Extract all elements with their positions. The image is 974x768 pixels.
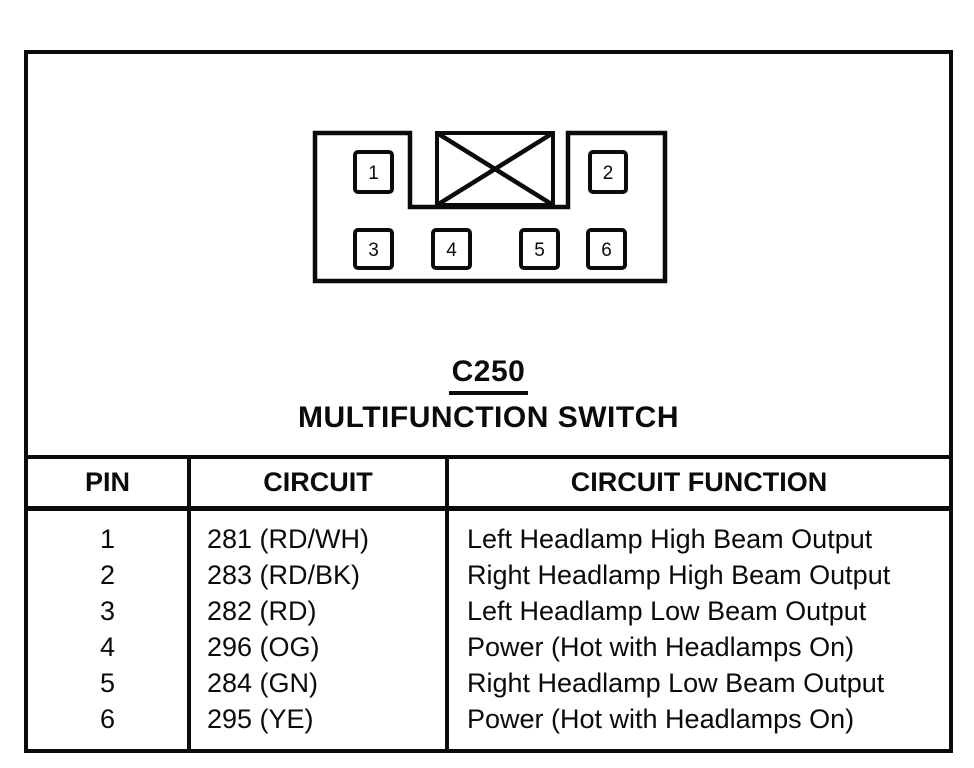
function-cell: Right Headlamp Low Beam Output (467, 668, 885, 698)
pin-cell: 1 (99, 524, 116, 554)
connector-name-row: MULTIFUNCTION SWITCH (28, 401, 949, 435)
pin-cell: 2 (99, 560, 116, 590)
pin-number-label: 5 (534, 240, 545, 261)
pin-2: 2 (590, 152, 626, 192)
connector-diagram: 1 2 3 4 5 6 (308, 127, 688, 292)
connector-id: C250 (448, 355, 529, 395)
keyway-diagonal (437, 133, 553, 205)
pin-square (590, 152, 626, 192)
figure-frame: 1 2 3 4 5 6 C250 (24, 50, 953, 753)
circuit-cell: 296 (OG) (207, 632, 320, 662)
circuit-cell: 284 (GN) (207, 668, 319, 698)
circuit-cell: 295 (YE) (207, 704, 314, 734)
function-cell: Power (Hot with Headlamps On) (467, 632, 855, 662)
col-header-circuit-function: CIRCUIT FUNCTION (570, 467, 828, 497)
pin-number-label: 1 (368, 163, 379, 184)
function-cell: Power (Hot with Headlamps On) (467, 704, 855, 734)
pin-square (521, 230, 558, 268)
pin-square (355, 230, 392, 268)
pin-6: 6 (588, 230, 625, 268)
pin-5: 5 (521, 230, 558, 268)
pin-column: 1 2 3 4 5 6 (28, 511, 191, 749)
pin-table: PIN CIRCUIT CIRCUIT FUNCTION 1 2 3 4 5 6… (28, 455, 949, 749)
function-cell: Left Headlamp Low Beam Output (467, 596, 867, 626)
pin-cell: 3 (99, 596, 116, 626)
table-body: 1 2 3 4 5 6 281 (RD/WH) 283 (RD/BK) 282 … (28, 511, 949, 749)
connector-outline (315, 133, 665, 281)
circuit-column: 281 (RD/WH) 283 (RD/BK) 282 (RD) 296 (OG… (191, 511, 449, 749)
keyway-box (437, 133, 553, 205)
connector-name: MULTIFUNCTION SWITCH (297, 401, 680, 434)
pin-cell: 4 (99, 632, 116, 662)
pin-number-label: 4 (446, 240, 457, 261)
pin-1: 1 (355, 152, 392, 192)
pin-number-label: 2 (603, 163, 614, 184)
circuit-function-column: Left Headlamp High Beam Output Right Hea… (449, 511, 949, 749)
pin-number-label: 3 (368, 240, 379, 261)
circuit-cell: 282 (RD) (207, 596, 317, 626)
col-header-pin: PIN (28, 459, 191, 506)
circuit-cell: 281 (RD/WH) (207, 524, 370, 554)
table-header-row: PIN CIRCUIT CIRCUIT FUNCTION (28, 459, 949, 511)
pin-square (433, 230, 470, 268)
function-cell: Right Headlamp High Beam Output (467, 560, 891, 590)
pin-3: 3 (355, 230, 392, 268)
circuit-cell: 283 (RD/BK) (207, 560, 361, 590)
function-cell: Left Headlamp High Beam Output (467, 524, 873, 554)
pin-square (588, 230, 625, 268)
col-header-circuit: CIRCUIT (191, 459, 449, 506)
pin-number-label: 6 (601, 240, 612, 261)
connector-id-row: C250 (28, 355, 949, 395)
pin-square (355, 152, 392, 192)
pin-4: 4 (433, 230, 470, 268)
pin-cell: 6 (99, 704, 116, 734)
keyway-rect (437, 133, 553, 205)
pin-cell: 5 (99, 668, 116, 698)
